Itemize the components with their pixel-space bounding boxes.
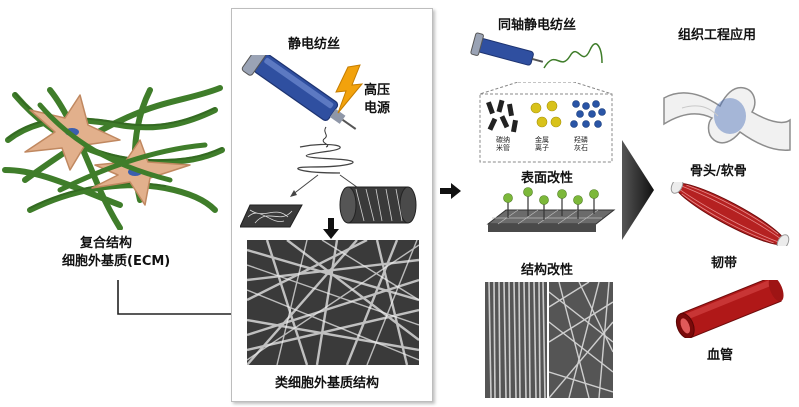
electrospinning-title: 静电纺丝	[288, 37, 341, 52]
ecm-like-structure-label: 类细胞外基质结构	[275, 376, 380, 391]
surface-modification-title: 表面改性	[521, 171, 574, 186]
additive-ha-line1: 羟磷	[574, 136, 588, 144]
random-fiber-image	[549, 282, 613, 398]
additive-cnt-line2: 米管	[496, 144, 510, 152]
additive-ha-line2: 灰石	[574, 144, 588, 152]
coaxial-syringe	[470, 32, 603, 69]
ecm-title-line2: 细胞外基质(ECM)	[62, 254, 171, 269]
additive-metal-line2: 离子	[535, 144, 549, 152]
power-supply-line1: 高压	[364, 83, 391, 98]
sem-fiber-image	[247, 240, 419, 365]
surface-modification-illustration	[486, 187, 616, 232]
additive-cnt-line1: 碳纳	[496, 136, 510, 144]
ligament-illustration	[670, 182, 790, 246]
additive-metal-line1: 金属	[535, 136, 549, 144]
aligned-fiber-image	[485, 282, 547, 398]
lightning-icon	[335, 64, 364, 114]
ecm-illustration	[2, 85, 225, 230]
structural-modification-title: 结构改性	[521, 263, 574, 278]
vessel-illustration	[675, 280, 784, 338]
connector-arrow	[117, 280, 244, 319]
right-arrow	[440, 183, 461, 199]
applications-title: 组织工程应用	[678, 28, 757, 43]
bone-cartilage-label: 骨头/软骨	[690, 164, 747, 179]
ligament-label: 韧带	[711, 256, 738, 271]
additives-box	[479, 82, 613, 163]
electrospinning-setup	[240, 55, 417, 228]
big-right-arrow	[622, 140, 654, 240]
bone-illustration	[663, 86, 791, 151]
power-supply-line2: 电源	[364, 101, 391, 116]
blood-vessel-label: 血管	[707, 348, 734, 363]
coaxial-title: 同轴静电纺丝	[498, 18, 577, 33]
down-arrow	[323, 218, 339, 239]
ecm-title-line1: 复合结构	[80, 236, 133, 251]
